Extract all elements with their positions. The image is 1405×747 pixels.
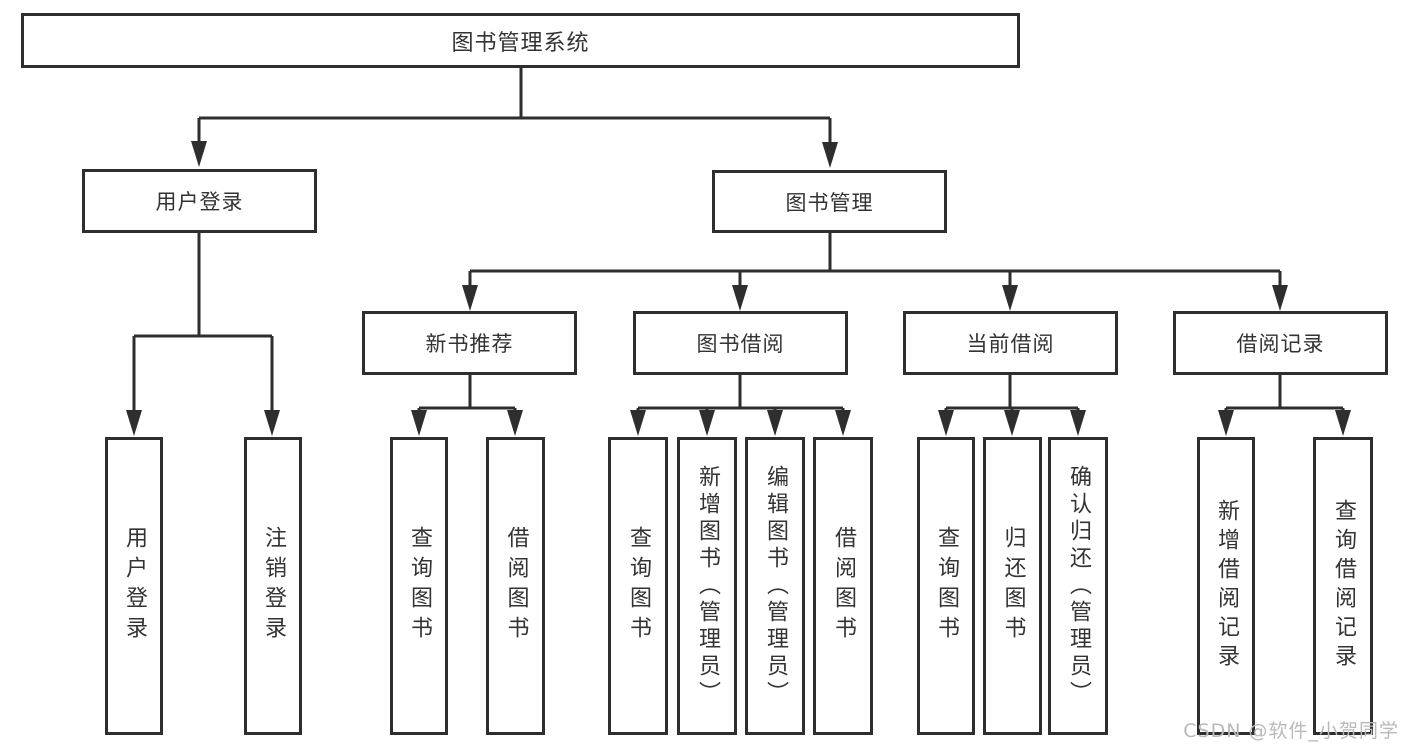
node-borrow-records: 借阅记录 bbox=[1173, 311, 1388, 375]
node-book-management: 图书管理 bbox=[712, 170, 947, 233]
leaf-bb-edit-book-admin: 编辑图书（管理员） bbox=[745, 437, 805, 735]
csdn-watermark: CSDN @软件_小贺同学 bbox=[1183, 720, 1399, 742]
leaf-logout: 注销登录 bbox=[244, 437, 302, 735]
leaf-br-add-record: 新增借阅记录 bbox=[1197, 437, 1255, 735]
node-root: 图书管理系统 bbox=[21, 13, 1020, 68]
leaf-bb-add-book-admin: 新增图书（管理员） bbox=[677, 437, 737, 735]
leaf-bb-borrow-book: 借阅图书 bbox=[813, 437, 873, 735]
node-current-borrow: 当前借阅 bbox=[903, 311, 1118, 375]
leaf-cb-query-book: 查询图书 bbox=[917, 437, 975, 735]
leaf-rec-query-book: 查询图书 bbox=[390, 437, 448, 735]
node-user-login: 用户登录 bbox=[82, 169, 317, 233]
node-book-borrow: 图书借阅 bbox=[633, 311, 848, 375]
leaf-br-query-record: 查询借阅记录 bbox=[1313, 437, 1373, 735]
leaf-user-login: 用户登录 bbox=[105, 437, 163, 735]
leaf-cb-confirm-return-admin: 确认归还（管理员） bbox=[1048, 437, 1108, 735]
leaf-cb-return-book: 归还图书 bbox=[983, 437, 1042, 735]
leaf-rec-borrow-book: 借阅图书 bbox=[486, 437, 545, 735]
node-new-book-recommend: 新书推荐 bbox=[362, 311, 577, 375]
leaf-bb-query-book: 查询图书 bbox=[608, 437, 668, 735]
arrowheads bbox=[126, 141, 1351, 436]
